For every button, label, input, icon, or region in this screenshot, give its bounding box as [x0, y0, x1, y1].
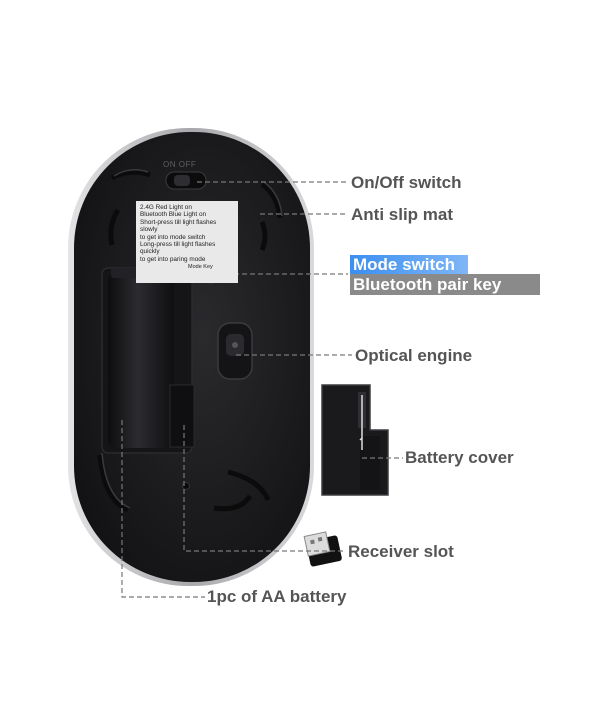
switch-engraving: ON OFF [163, 160, 197, 169]
battery-compartment [101, 267, 195, 454]
callout-bluetooth-pair-key: Bluetooth pair key [350, 274, 540, 295]
sticker-line: Bluetooth Blue Light on [140, 211, 207, 219]
callout-mode-switch: Mode switch [350, 255, 468, 274]
sticker-mode-key-label: Mode Key [188, 264, 213, 270]
callout-on-off-switch: On/Off switch [351, 173, 462, 192]
sticker-line: Short-press till light flashes slowly [140, 218, 217, 234]
callout-anti-slip-mat: Anti slip mat [351, 205, 454, 224]
sticker-line: Long-press till light flashes quickly [140, 241, 216, 256]
callout-receiver-slot: Receiver slot [348, 542, 454, 561]
sticker-line: to get into paring mode [140, 255, 206, 263]
sticker-line: to get into mode switch [140, 233, 206, 241]
leader-lines [121, 181, 403, 598]
sticker-line: 2.4G Red Light on [140, 204, 192, 211]
callout-battery-cover: Battery cover [405, 448, 514, 467]
callout-aa-battery: 1pc of AA battery [207, 587, 347, 606]
on-off-switch [165, 171, 207, 190]
optical-engine [217, 322, 253, 380]
anti-slip-highlights [101, 169, 283, 509]
instruction-sticker: 2.4G Red Light on Bluetooth Blue Light o… [136, 201, 238, 283]
callout-optical-engine: Optical engine [355, 346, 473, 365]
aa-battery [108, 272, 174, 448]
usb-receiver [303, 531, 342, 567]
battery-cover [321, 384, 389, 496]
